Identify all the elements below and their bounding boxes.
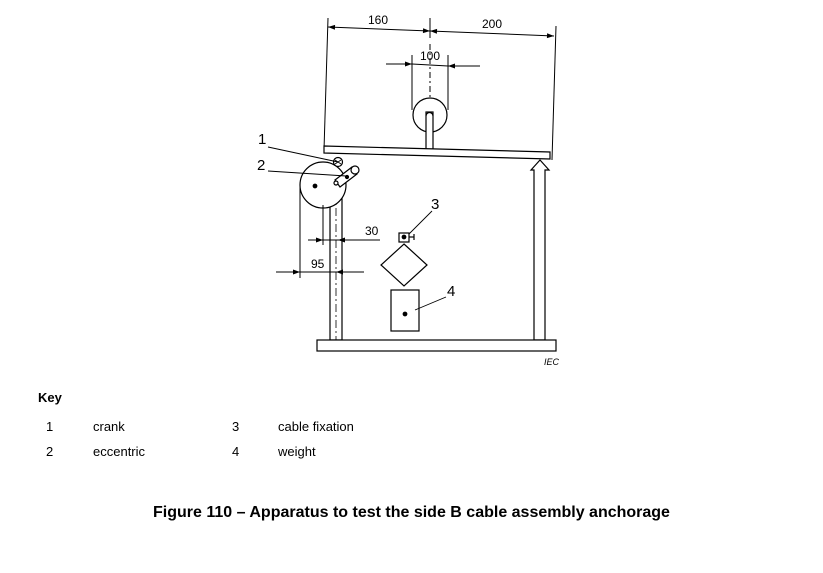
key-title: Key bbox=[38, 390, 62, 405]
right-post bbox=[529, 159, 551, 341]
key-label-eccentric: eccentric bbox=[93, 444, 146, 459]
key-number-2: 2 bbox=[46, 444, 54, 459]
dimension-160 bbox=[323, 17, 431, 151]
callout-4: 4 bbox=[447, 283, 455, 300]
callout-2: 2 bbox=[257, 157, 265, 174]
key-label-crank: crank bbox=[93, 419, 125, 434]
key-label-weight: weight bbox=[278, 444, 316, 459]
weight bbox=[390, 289, 420, 332]
dimension-30 bbox=[308, 205, 380, 245]
leader-lines bbox=[267, 146, 447, 311]
key-number-1: 1 bbox=[46, 419, 54, 434]
dimension-100-label: 100 bbox=[420, 49, 440, 63]
iec-mark: IEC bbox=[544, 357, 560, 367]
dimension-30-label: 30 bbox=[365, 224, 379, 238]
dimension-200-label: 200 bbox=[482, 17, 502, 31]
dimension-100 bbox=[386, 44, 480, 110]
callout-3: 3 bbox=[431, 196, 439, 213]
base-plate bbox=[316, 339, 557, 352]
key-label-cable-fixation: cable fixation bbox=[278, 419, 354, 434]
apparatus-diagram: 160 200 100 bbox=[257, 13, 560, 367]
dimension-160-label: 160 bbox=[368, 13, 388, 27]
key-number-4: 4 bbox=[232, 444, 240, 459]
dimension-95-label: 95 bbox=[311, 257, 325, 271]
cable-fixation bbox=[398, 232, 415, 243]
crank bbox=[332, 156, 360, 188]
tilted-beam bbox=[323, 145, 551, 160]
cable-diamond bbox=[380, 243, 428, 287]
key-number-3: 3 bbox=[232, 419, 240, 434]
figure-caption: Figure 110 – Apparatus to test the side … bbox=[153, 504, 670, 521]
dimension-200 bbox=[429, 25, 557, 161]
upper-pulley bbox=[412, 97, 448, 151]
callout-1: 1 bbox=[258, 131, 266, 148]
dimension-95 bbox=[276, 185, 364, 278]
